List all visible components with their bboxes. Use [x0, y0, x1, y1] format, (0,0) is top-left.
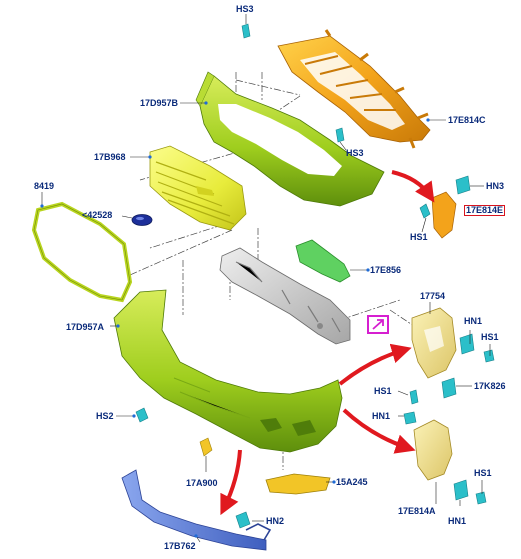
label-42528: <42528: [82, 210, 113, 220]
grille-17B968: [149, 145, 247, 231]
label-17D957A: 17D957A: [66, 322, 105, 332]
side-bracket-17E814A: [413, 419, 453, 481]
label-17B762: 17B762: [164, 541, 196, 551]
bumper-reinforcement-beam: [219, 247, 351, 345]
label-17E814E-highlighted: 17E814E: [464, 205, 506, 216]
bracket-17E856: [295, 239, 351, 283]
fasteners: [135, 23, 495, 529]
label-hs1-c: HS1: [374, 386, 392, 396]
label-17E856: 17E856: [370, 265, 402, 275]
grille-surround-8419: [31, 201, 133, 303]
lower-bumper-17D957A: [113, 289, 343, 453]
label-17B968: 17B968: [94, 152, 126, 162]
label-hn1-a: HN1: [464, 316, 483, 326]
label-8419: 8419: [34, 181, 55, 191]
trim-15A245: [265, 473, 331, 495]
direction-arrows: [220, 170, 435, 516]
emblem-42528: [131, 214, 153, 226]
label-hs2: HS2: [96, 411, 114, 421]
upper-bumper-17D957B: [195, 71, 385, 207]
side-bracket-17754: [411, 307, 457, 379]
label-hs1-d: HS1: [474, 468, 492, 478]
label-17E814C: 17E814C: [448, 115, 486, 125]
label-hs1-b: HS1: [481, 332, 499, 342]
label-hs3-mid: HS3: [346, 148, 364, 158]
label-17D957B: 17D957B: [140, 98, 179, 108]
leader-dots: [40, 101, 430, 538]
label-17E814A: 17E814A: [398, 506, 436, 516]
label-17A900: 17A900: [186, 478, 218, 488]
label-hs3-top: HS3: [236, 4, 254, 14]
side-bracket-17E814E: [431, 191, 457, 239]
label-17754: 17754: [420, 291, 446, 301]
label-hn3: HN3: [486, 181, 505, 191]
label-hn2: HN2: [266, 516, 285, 526]
label-hn1-c: HN1: [448, 516, 467, 526]
label-15A245: 15A245: [336, 477, 368, 487]
external-link-icon[interactable]: [367, 315, 389, 334]
label-hs1-a: HS1: [410, 232, 428, 242]
grille-reinforcement-17E814C: [277, 29, 431, 149]
label-17K826: 17K826: [474, 381, 506, 391]
label-hn1-b: HN1: [372, 411, 391, 421]
clip-17A900: [199, 437, 213, 457]
absorber-17B762: [121, 469, 272, 551]
